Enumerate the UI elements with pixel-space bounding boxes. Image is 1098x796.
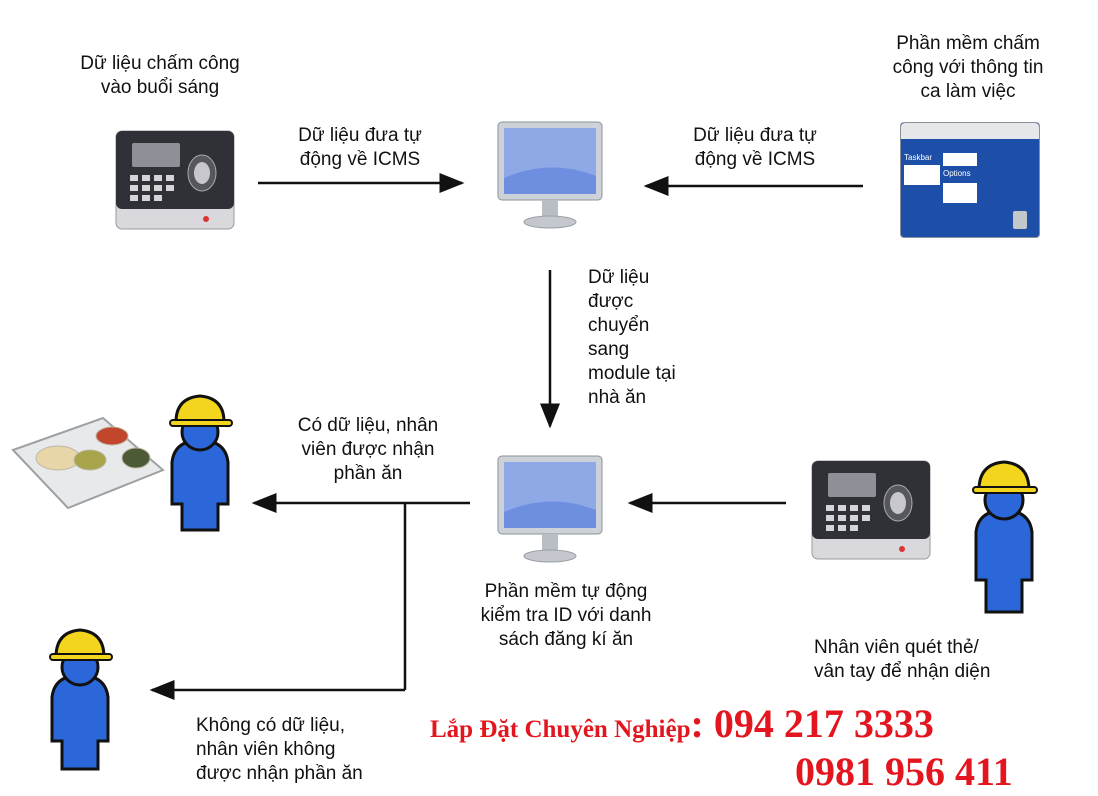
options-label: Options (943, 169, 971, 178)
transfer-module-label: Dữ liệu được chuyển sang module tại nhà … (588, 267, 676, 408)
computer-monitor-icon (497, 455, 603, 563)
software-window: Taskbar Options (900, 122, 1040, 238)
phone-number-2: 0981 956 411 (795, 749, 1013, 794)
computer-monitor-icon (497, 121, 603, 229)
trash-icon (1013, 211, 1027, 229)
worker-figure-icon (49, 628, 113, 771)
window-panel (943, 183, 977, 203)
auto-transfer-right-label: Dữ liệu đưa tự động về ICMS (693, 125, 817, 170)
check-id-label: Phần mềm tự động kiểm tra ID với danh sá… (480, 581, 652, 650)
worker-figure-icon (972, 460, 1038, 614)
no-data-label: Không có dữ liệu, nhân viên không được n… (196, 715, 363, 784)
contact-separator: : (690, 701, 714, 746)
attendance-device-icon (115, 130, 235, 230)
has-data-label: Có dữ liệu, nhân viên được nhận phần ăn (297, 415, 439, 484)
contact-line: Lắp Đặt Chuyên Nghiệp: 094 217 3333 (430, 700, 934, 747)
auto-transfer-left-label: Dữ liệu đưa tự động về ICMS (298, 125, 422, 170)
software-info-label: Phần mềm chấm công với thông tin ca làm … (892, 33, 1044, 102)
window-panel (904, 165, 940, 185)
window-panel (943, 153, 977, 166)
fingerprint-scanner-icon (811, 460, 931, 560)
contact-title: Lắp Đặt Chuyên Nghiệp (430, 716, 691, 743)
scan-card-label: Nhân viên quét thẻ/ vân tay để nhận diện (814, 637, 991, 682)
phone-number-1: 094 217 3333 (713, 701, 934, 746)
meal-tray-icon (11, 416, 165, 510)
taskbar-label: Taskbar (904, 153, 933, 162)
morning-data-label: Dữ liệu chấm công vào buổi sáng (80, 53, 240, 98)
worker-figure-icon (169, 394, 233, 532)
window-titlebar (901, 123, 1039, 139)
